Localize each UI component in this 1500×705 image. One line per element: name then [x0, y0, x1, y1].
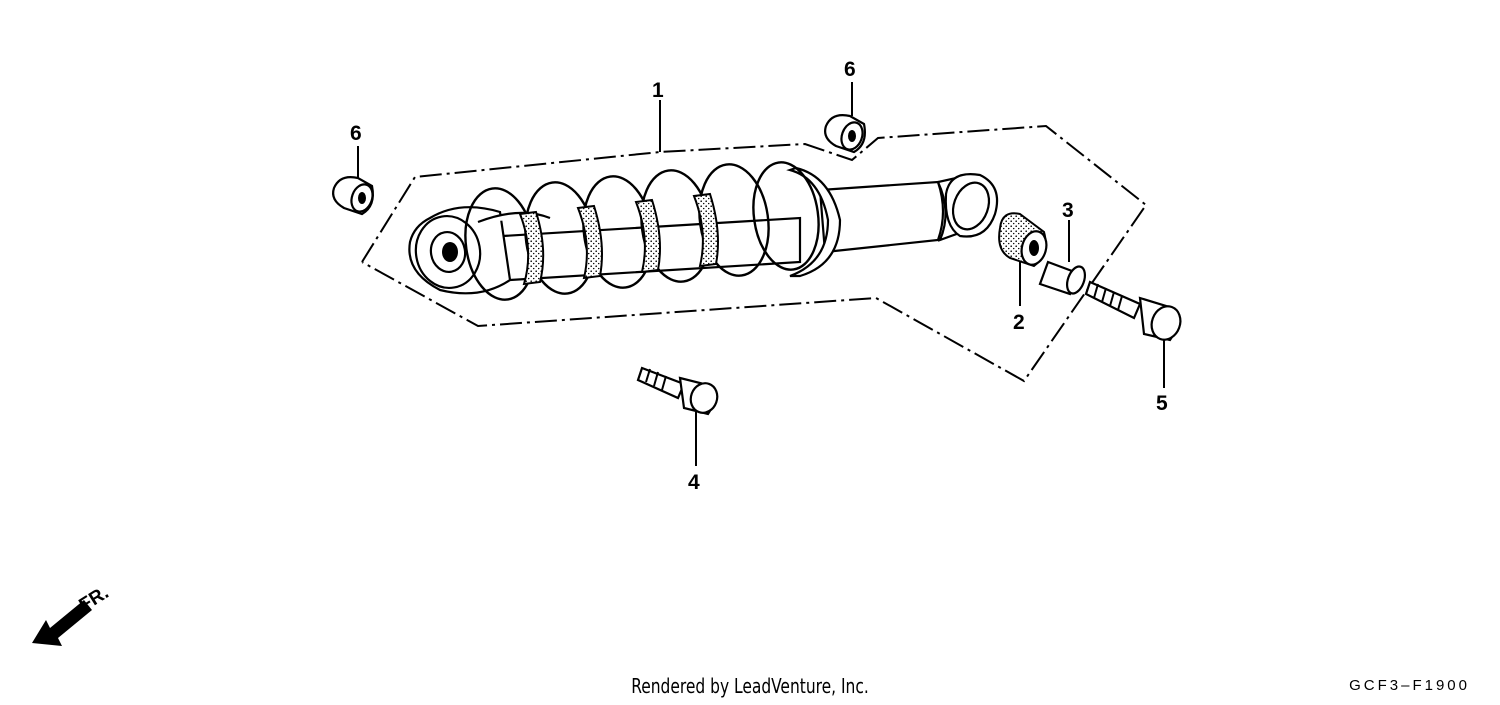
callout-2: 2 [1013, 311, 1025, 334]
assembly-group-outline [361, 124, 1148, 383]
bushing [998, 212, 1048, 268]
callout-6-top: 6 [844, 58, 856, 81]
flange-nut-top [824, 114, 866, 154]
diagram-code: GCF3–F1900 [1349, 677, 1470, 694]
render-credit: Rendered by LeadVenture, Inc. [631, 674, 869, 698]
front-direction-indicator: FR. [32, 582, 113, 646]
collar [1038, 260, 1087, 296]
callout-6-left: 6 [350, 122, 362, 145]
callout-1: 1 [652, 79, 664, 102]
callout-3: 3 [1062, 199, 1074, 222]
callout-5: 5 [1156, 392, 1168, 415]
shock-absorber [408, 161, 999, 301]
lower-flange-bolt [636, 366, 719, 416]
callout-4: 4 [688, 471, 700, 494]
flange-nut-left [332, 176, 374, 216]
upper-flange-bolt [1084, 280, 1182, 342]
front-arrow-icon [32, 600, 92, 646]
